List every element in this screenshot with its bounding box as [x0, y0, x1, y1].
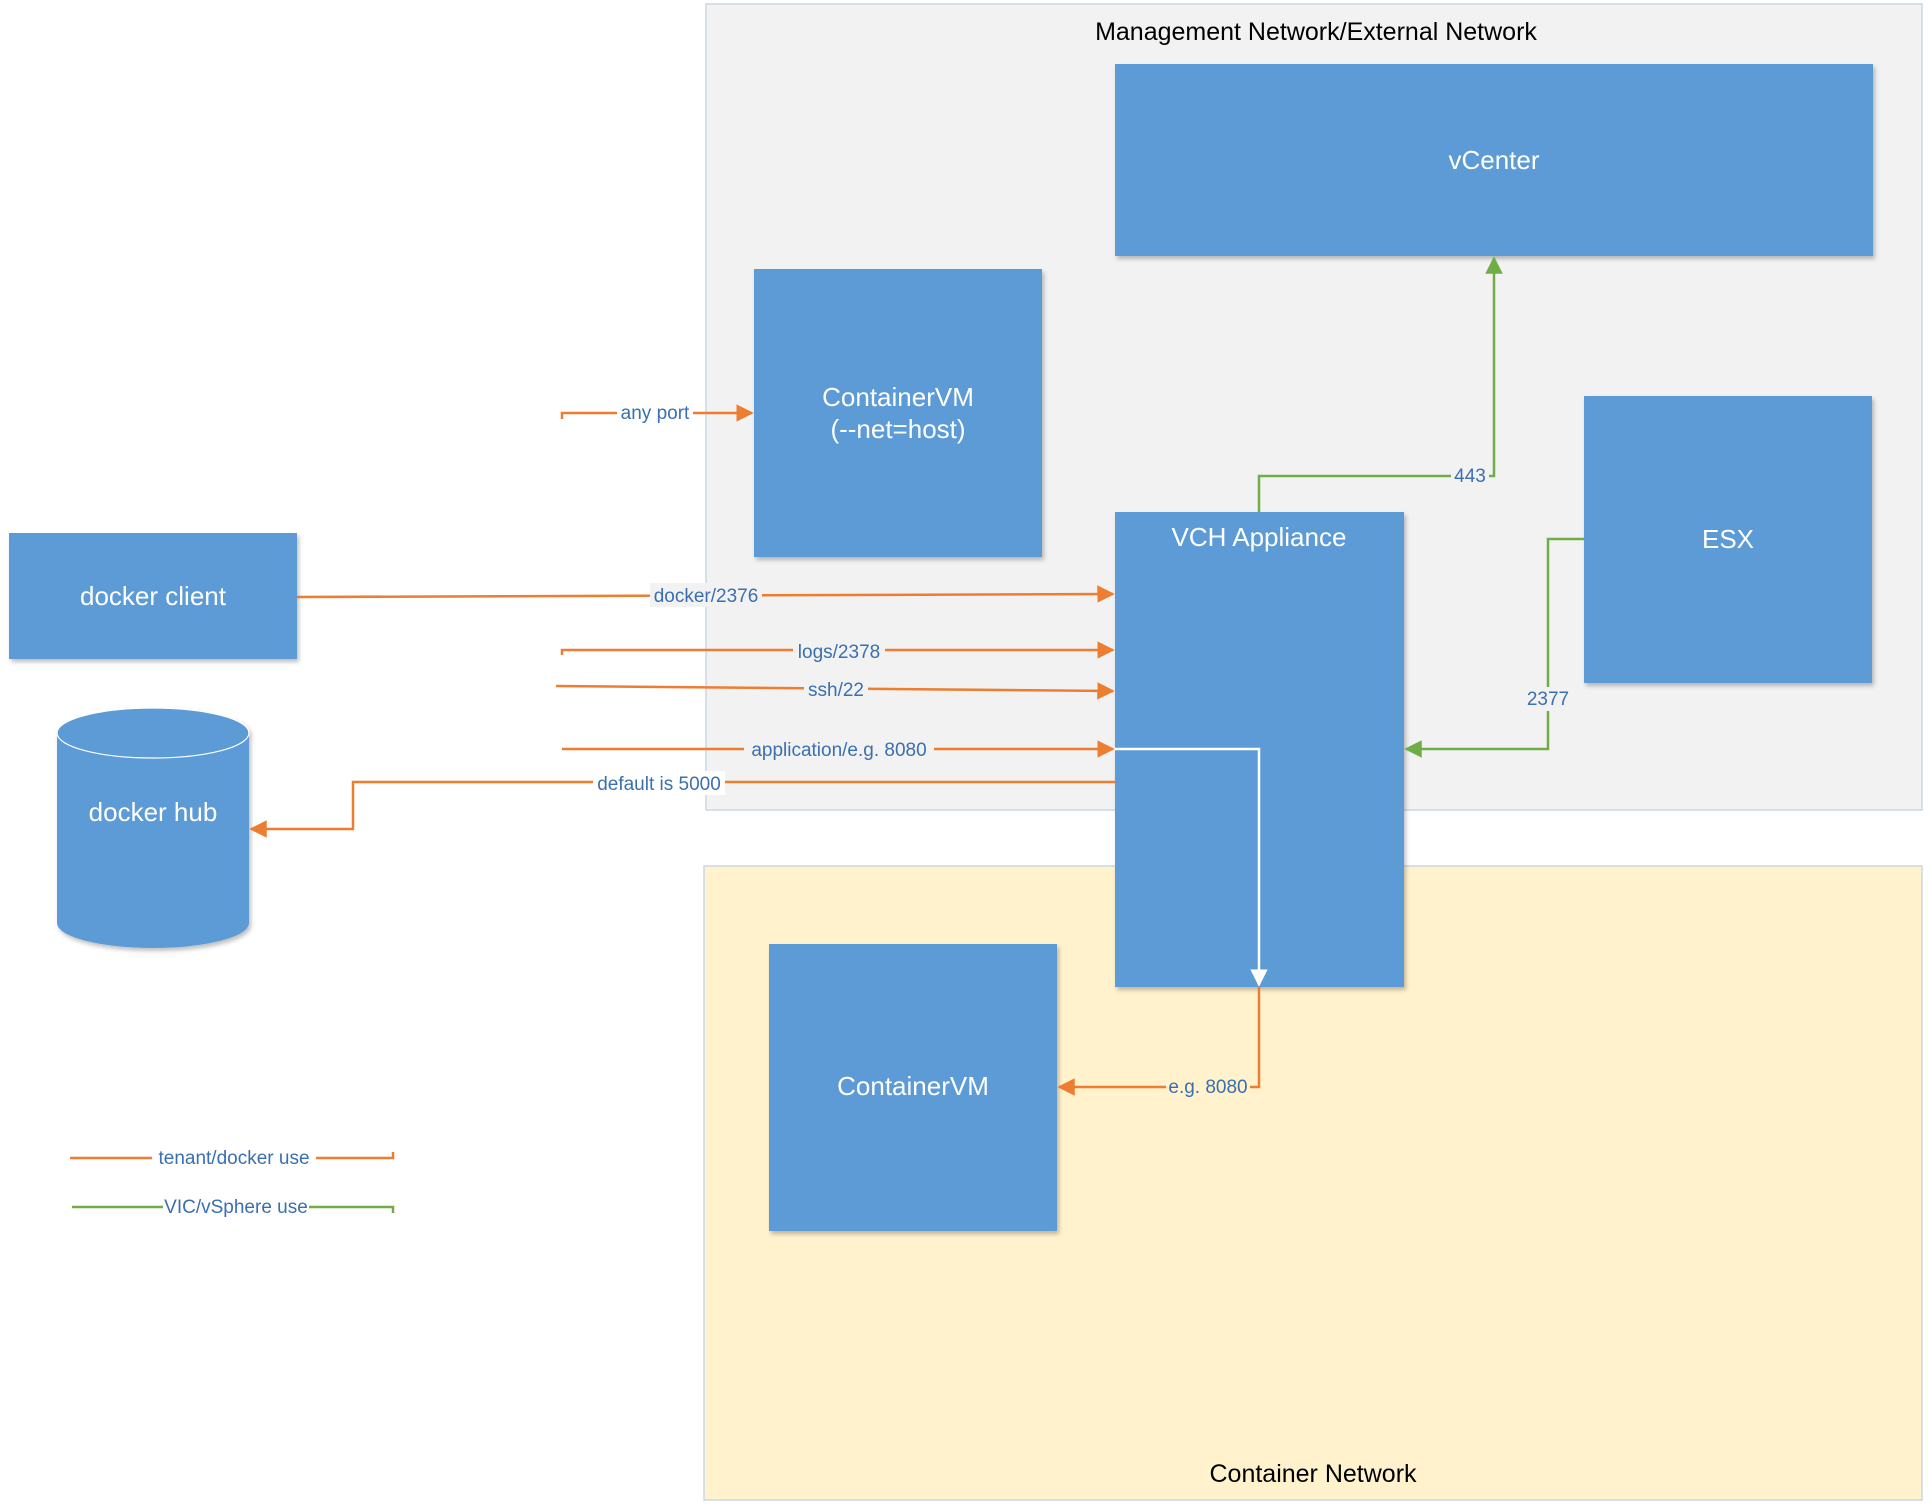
containervm-host-label-line2: (--net=host) [830, 414, 965, 444]
esx-box [1584, 396, 1872, 683]
containervm-host-label-line1: ContainerVM [822, 382, 974, 412]
management-network-label: Management Network/External Network [1095, 18, 1537, 46]
application-8080-label-bg [744, 737, 934, 761]
container-network-label: Container Network [1209, 1460, 1417, 1488]
esx-2377-label: 2377 [1527, 689, 1569, 710]
containervm-label: ContainerVM [837, 1071, 989, 1101]
docker-hub-label: docker hub [89, 797, 218, 827]
vcenter-box [1115, 64, 1873, 256]
vcenter-443-label-bg [1451, 464, 1489, 488]
container-8080-label-bg [1166, 1075, 1250, 1099]
docker-client-label: docker client [80, 581, 227, 611]
docker-client-box [9, 533, 297, 659]
legend-tenant-label: tenant/docker use [158, 1148, 309, 1169]
esx-2377-label-bg [1522, 687, 1574, 711]
default-5000-arrow [249, 780, 1115, 838]
logs-2378-label: logs/2378 [798, 642, 880, 663]
docker-2376-label: docker/2376 [654, 586, 759, 607]
legend-tenant-label-bg [152, 1146, 316, 1170]
container-8080-arrow [1057, 987, 1261, 1096]
vcenter-443-label: 443 [1454, 466, 1486, 487]
legend: tenant/docker use VIC/vSphere use [70, 1146, 395, 1219]
containervm-box [769, 944, 1057, 1231]
application-8080-label: application/e.g. 8080 [751, 740, 926, 761]
legend-vic-label-bg [163, 1195, 309, 1219]
any-port-label-bg [617, 401, 693, 425]
logs-2378-label-bg [793, 639, 885, 663]
container-8080-label: e.g. 8080 [1168, 1077, 1247, 1098]
vch-appliance-label: VCH Appliance [1172, 522, 1347, 552]
containervm-host-box [754, 269, 1042, 557]
ssh-22-label-bg [804, 677, 868, 701]
docker-hub-cylinder [56, 707, 250, 948]
legend-vic-label: VIC/vSphere use [164, 1197, 308, 1218]
vch-forward-arrow [1115, 747, 1268, 987]
ssh-22-label: ssh/22 [808, 680, 864, 701]
esx-label: ESX [1702, 524, 1754, 554]
docker-2376-label-bg [650, 583, 762, 607]
any-port-label: any port [621, 403, 690, 424]
default-5000-label: default is 5000 [597, 774, 721, 795]
vcenter-label: vCenter [1448, 145, 1539, 175]
logs-2378-arrow [560, 641, 1115, 659]
esx-2377-arrow [1404, 537, 1584, 758]
vcenter-443-arrow [1257, 256, 1503, 512]
default-5000-label-bg [593, 771, 725, 795]
